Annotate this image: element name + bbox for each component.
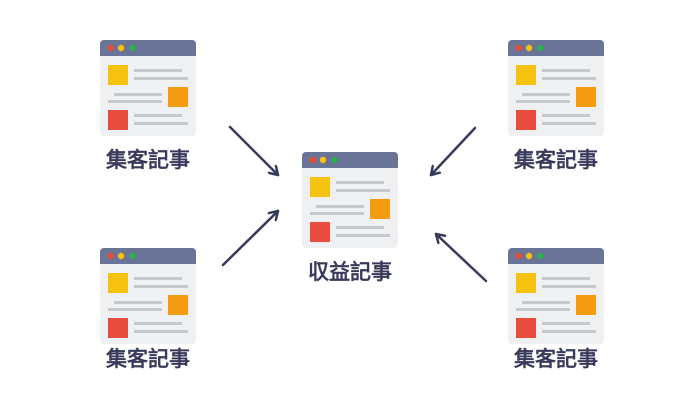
arrow-icon <box>223 211 278 265</box>
node-top-left: 集客記事 <box>100 40 196 172</box>
browser-window-icon <box>508 40 604 136</box>
node-label: 集客記事 <box>513 148 598 172</box>
arrow-icon <box>230 127 278 175</box>
node-label: 集客記事 <box>105 148 190 172</box>
node-bottom-right: 集客記事 <box>508 248 604 371</box>
node-bottom-left: 集客記事 <box>100 248 196 371</box>
arrow-icon <box>436 234 486 281</box>
node-label: 集客記事 <box>105 347 190 371</box>
node-label: 集客記事 <box>513 347 598 371</box>
browser-window-icon <box>508 248 604 344</box>
arrow-icon <box>431 128 475 175</box>
node-label: 収益記事 <box>308 260 392 284</box>
browser-window-icon <box>100 248 196 344</box>
node-top-right: 集客記事 <box>508 40 604 172</box>
node-center: 収益記事 <box>302 152 398 284</box>
browser-window-icon <box>100 40 196 136</box>
browser-window-icon <box>302 152 398 248</box>
